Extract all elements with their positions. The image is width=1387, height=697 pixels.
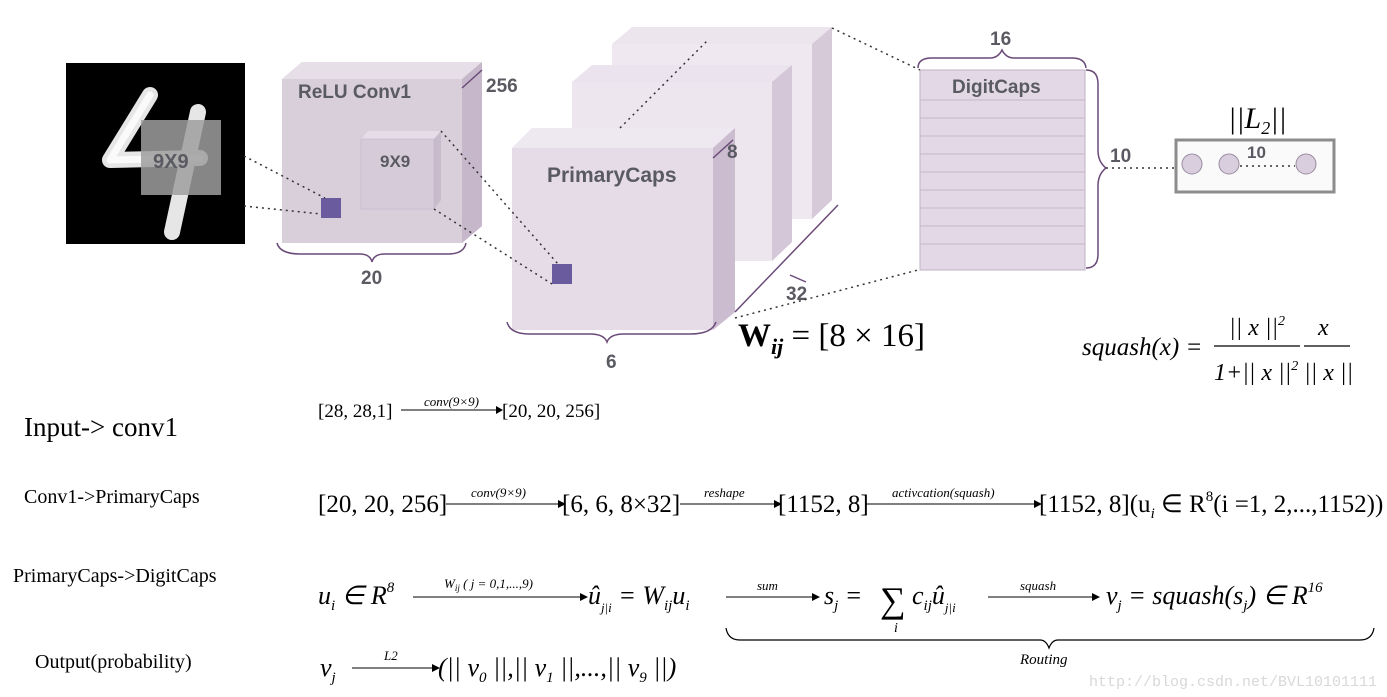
svg-text:conv(9×9): conv(9×9) <box>471 485 526 500</box>
svg-text:squash: squash <box>1020 578 1056 593</box>
input-kernel-label: 9X9 <box>153 151 189 173</box>
svg-text:|| x ||2: || x ||2 <box>1229 314 1285 341</box>
primarycaps-count-label: 32 <box>786 284 807 305</box>
digitcaps-block: DigitCaps 16 10 <box>917 29 1131 271</box>
conv1-patch <box>321 198 341 218</box>
svg-text:squash(x) =: squash(x) = <box>1082 334 1202 361</box>
equation-input-conv1: [28, 28,1] conv(9×9) [20, 20, 256] <box>318 394 600 422</box>
svg-text:Wij ( j = 0,1,...,9): Wij ( j = 0,1,...,9) <box>444 576 533 593</box>
svg-text:(|| v0 ||,|| v1 ||,...,|| v9 |: (|| v0 ||,|| v1 ||,...,|| v9 ||) <box>438 653 676 686</box>
svg-text:vj = squash(sj) ∈ R16: vj = squash(sj) ∈ R16 <box>1106 580 1323 614</box>
digitcaps-height-label: 10 <box>1110 146 1131 167</box>
svg-text:1+|| x ||2: 1+|| x ||2 <box>1214 359 1298 386</box>
output-count-label: 10 <box>1247 143 1266 162</box>
svg-text:[1152, 8]: [1152, 8] <box>778 491 869 518</box>
svg-text:sum: sum <box>757 578 778 593</box>
primarycaps-depth-label: 8 <box>727 142 738 163</box>
output-norm-label: ||L2|| <box>1228 102 1287 138</box>
svg-text:activcation(squash): activcation(squash) <box>892 485 995 500</box>
conv1-kernel-label: 9X9 <box>380 152 410 171</box>
svg-text:∑: ∑ <box>880 580 906 620</box>
svg-text:|| x ||: || x || <box>1304 360 1353 386</box>
output-capsule <box>1181 153 1203 175</box>
svg-text:conv(9×9): conv(9×9) <box>424 394 479 409</box>
svg-text:sj =: sj = <box>824 581 862 614</box>
svg-text:reshape: reshape <box>704 485 745 500</box>
svg-text:[28, 28,1]: [28, 28,1] <box>318 401 392 422</box>
svg-text:[20, 20, 256]: [20, 20, 256] <box>502 401 600 422</box>
svg-text:i: i <box>894 621 898 636</box>
equation-primarycaps-digitcaps: ui ∈ R8 Wij ( j = 0,1,...,9) ûj|i = Wiju… <box>318 576 1375 668</box>
weight-matrix-label: Wij = [8 × 16] <box>738 318 925 359</box>
svg-text:[6, 6, 8×32]: [6, 6, 8×32] <box>562 491 680 518</box>
svg-text:ûj|i = Wijui: ûj|i = Wijui <box>588 581 690 615</box>
conv1-title: ReLU Conv1 <box>298 82 411 103</box>
svg-text:cijûj|i: cijûj|i <box>912 581 956 615</box>
primarycaps-to-digitcaps-links <box>734 27 1178 319</box>
svg-text:x: x <box>1317 315 1329 341</box>
digitcaps-title: DigitCaps <box>952 77 1041 98</box>
svg-text:[1152, 8](ui ∈ R8(i =1, 2,...,: [1152, 8](ui ∈ R8(i =1, 2,...,1152)) <box>1039 489 1383 522</box>
primarycaps-patch <box>552 264 572 284</box>
conv1-width-brace <box>276 242 467 263</box>
row-label-output: Output(probability) <box>35 651 192 673</box>
conv1-to-primarycaps-links <box>433 39 709 285</box>
digitcaps-width-brace <box>917 48 1087 69</box>
input-image: 9X9 <box>66 63 245 244</box>
equation-conv1-primarycaps: [20, 20, 256] conv(9×9) [6, 6, 8×32] res… <box>318 485 1383 522</box>
output-capsule <box>1295 153 1317 175</box>
conv1-depth-label: 256 <box>486 76 518 97</box>
output-block: 10 ||L2|| <box>1174 102 1336 194</box>
row-label-conv1-primarycaps: Conv1->PrimaryCaps <box>24 486 200 508</box>
row-label-primarycaps-digitcaps: PrimaryCaps->DigitCaps <box>13 565 217 587</box>
svg-text:[20, 20, 256]: [20, 20, 256] <box>318 491 447 518</box>
conv1-width-label: 20 <box>361 268 382 289</box>
primarycaps-width-brace <box>506 321 717 345</box>
routing-label: Routing <box>1019 652 1068 668</box>
primarycaps-width-label: 6 <box>606 352 617 373</box>
row-label-input-conv1: Input-> conv1 <box>24 412 178 442</box>
svg-text:L2: L2 <box>383 648 398 663</box>
input-to-conv1-links <box>243 155 326 215</box>
input-kernel-window <box>141 120 221 195</box>
primarycaps-block: PrimaryCaps 8 6 32 <box>506 27 839 373</box>
svg-text:vj: vj <box>320 653 336 686</box>
equation-output: vj L2 (|| v0 ||,|| v1 ||,...,|| v9 ||) <box>320 648 676 686</box>
watermark: http://blog.csdn.net/BVL10101111 <box>1088 674 1377 691</box>
conv1-block: ReLU Conv1 256 9X9 20 <box>276 62 518 289</box>
svg-text:ui ∈ R8: ui ∈ R8 <box>318 580 395 614</box>
output-capsule <box>1218 153 1240 175</box>
routing-brace <box>725 627 1375 650</box>
primarycaps-title: PrimaryCaps <box>547 164 677 187</box>
squash-formula: squash(x) = || x ||2 1+|| x ||2 x || x |… <box>1082 314 1353 386</box>
digitcaps-height-brace <box>1085 69 1108 269</box>
digitcaps-width-label: 16 <box>990 29 1011 50</box>
